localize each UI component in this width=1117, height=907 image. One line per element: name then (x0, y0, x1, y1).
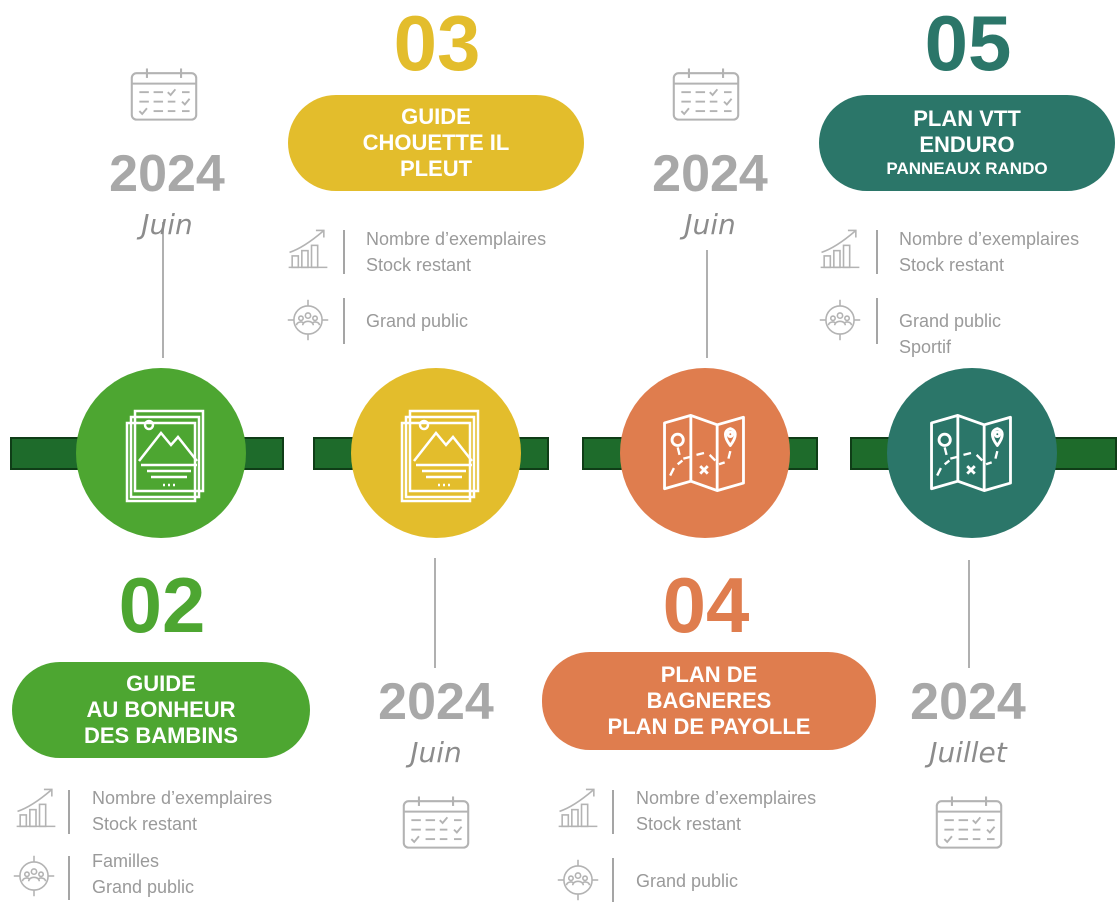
month-label: Juin (684, 208, 736, 241)
title-line: GUIDE (126, 671, 196, 696)
milestone-title: PLAN DE BAGNERES PLAN DE PAYOLLE (542, 652, 876, 750)
divider (612, 790, 614, 834)
calendar-icon (400, 794, 472, 852)
milestone-number: 02 (118, 561, 206, 649)
milestone-number: 04 (662, 561, 750, 649)
divider (876, 230, 878, 274)
audience-target-icon (818, 298, 862, 342)
calendar-icon (933, 794, 1005, 852)
title-line: BAGNERES (646, 688, 772, 713)
growth-chart-icon (286, 226, 330, 270)
audience-target-icon (12, 854, 56, 898)
title-line: AU BONHEUR (86, 697, 236, 722)
milestone-title: GUIDE CHOUETTE IL PLEUT (288, 95, 584, 191)
divider (343, 230, 345, 274)
growth-chart-icon (556, 785, 600, 829)
title-line: DES BAMBINS (83, 723, 238, 748)
audience-target-icon (556, 858, 600, 902)
milestone-circle-02 (76, 368, 246, 538)
connector-line (706, 250, 708, 358)
month-label: Juin (141, 208, 193, 241)
calendar-icon (670, 66, 742, 124)
title-line: PANNEAUX RANDO (886, 159, 1048, 178)
divider (68, 856, 70, 900)
title-line: ENDURO (919, 132, 1015, 157)
document-image-icon (111, 398, 211, 508)
folded-map-icon (919, 406, 1023, 500)
calendar-icon (128, 66, 200, 124)
milestone-number: 05 (924, 0, 1012, 87)
connector-line (162, 222, 164, 358)
divider (68, 790, 70, 834)
year-label: 2024 (109, 145, 225, 203)
milestone-number: 03 (393, 0, 481, 87)
title-line: GUIDE (401, 104, 471, 129)
title-line: PLAN DE (660, 662, 758, 687)
title-line: PLAN VTT (913, 106, 1021, 131)
divider (612, 858, 614, 902)
audience-target-icon (286, 298, 330, 342)
milestone-circle-03 (351, 368, 521, 538)
divider (876, 298, 878, 344)
growth-chart-icon (14, 785, 58, 829)
audience-text: Grand public (636, 871, 739, 891)
milestone-title: PLAN VTT ENDURO PANNEAUX RANDO (819, 95, 1115, 191)
growth-chart-icon (818, 226, 862, 270)
audience-text: Grand public (366, 311, 469, 331)
divider (343, 298, 345, 344)
folded-map-icon (652, 406, 756, 500)
milestone-circle-05 (887, 368, 1057, 538)
year-label: 2024 (652, 145, 768, 203)
milestone-title: GUIDE AU BONHEUR DES BAMBINS (12, 662, 310, 758)
milestone-circle-04 (620, 368, 790, 538)
month-label: Juillet (929, 736, 1007, 769)
year-label: 2024 (910, 673, 1026, 731)
document-image-icon (386, 398, 486, 508)
title-line: PLEUT (399, 156, 473, 181)
month-label: Juin (410, 736, 462, 769)
connector-line (968, 560, 970, 668)
title-line: PLAN DE PAYOLLE (607, 714, 811, 739)
year-label: 2024 (378, 673, 494, 731)
connector-line (434, 558, 436, 668)
title-line: CHOUETTE IL (362, 130, 510, 155)
